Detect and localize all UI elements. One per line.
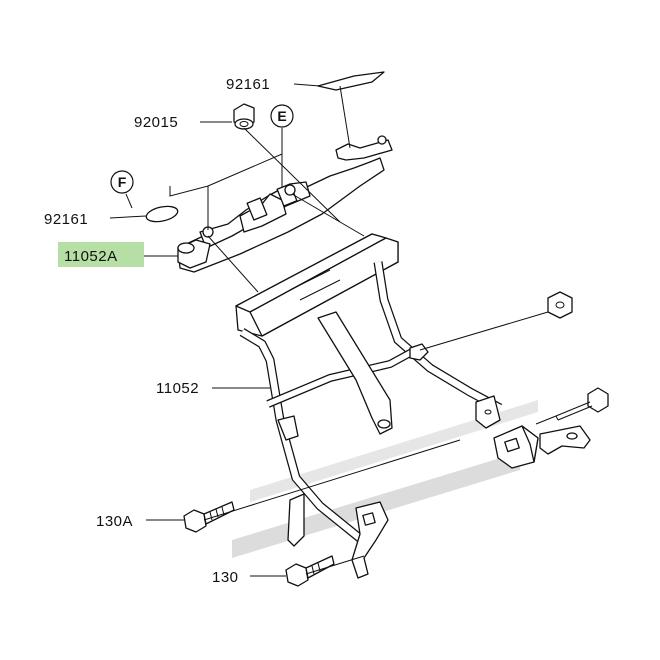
callout-label-11052A: 11052A: [64, 248, 118, 265]
bolt-130: [285, 555, 335, 587]
reference-circle-F: F: [110, 170, 134, 194]
callout-label-92161-left: 92161: [44, 211, 88, 228]
callout-label-130A: 130A: [96, 513, 133, 530]
reference-letter-F: F: [118, 174, 127, 190]
main-frame-11052: [239, 261, 503, 579]
reference-circle-E: E: [270, 104, 294, 128]
nut-92015: [233, 103, 255, 130]
gasket-92161-top: [317, 71, 385, 91]
right-clamp-bracket: [493, 425, 591, 469]
frame-nut: [547, 291, 573, 319]
upper-bracket-plate: [177, 135, 393, 273]
left-stay-bracket: [177, 239, 211, 269]
alignment-lines: [169, 85, 557, 575]
cross-member: [235, 233, 399, 337]
callout-label-130: 130: [212, 569, 239, 586]
callout-label-92015: 92015: [134, 114, 178, 131]
callout-highlight-11052A: [58, 242, 144, 267]
ground-shade-2: [250, 400, 538, 502]
callout-label-11052: 11052: [156, 380, 199, 397]
callout-leaders: [109, 83, 321, 577]
bolt-right: [555, 387, 609, 421]
reference-letter-E: E: [277, 108, 286, 124]
bolt-130A: [183, 501, 235, 533]
callout-label-92161-top: 92161: [226, 76, 270, 93]
gasket-92161-left: [145, 205, 179, 223]
